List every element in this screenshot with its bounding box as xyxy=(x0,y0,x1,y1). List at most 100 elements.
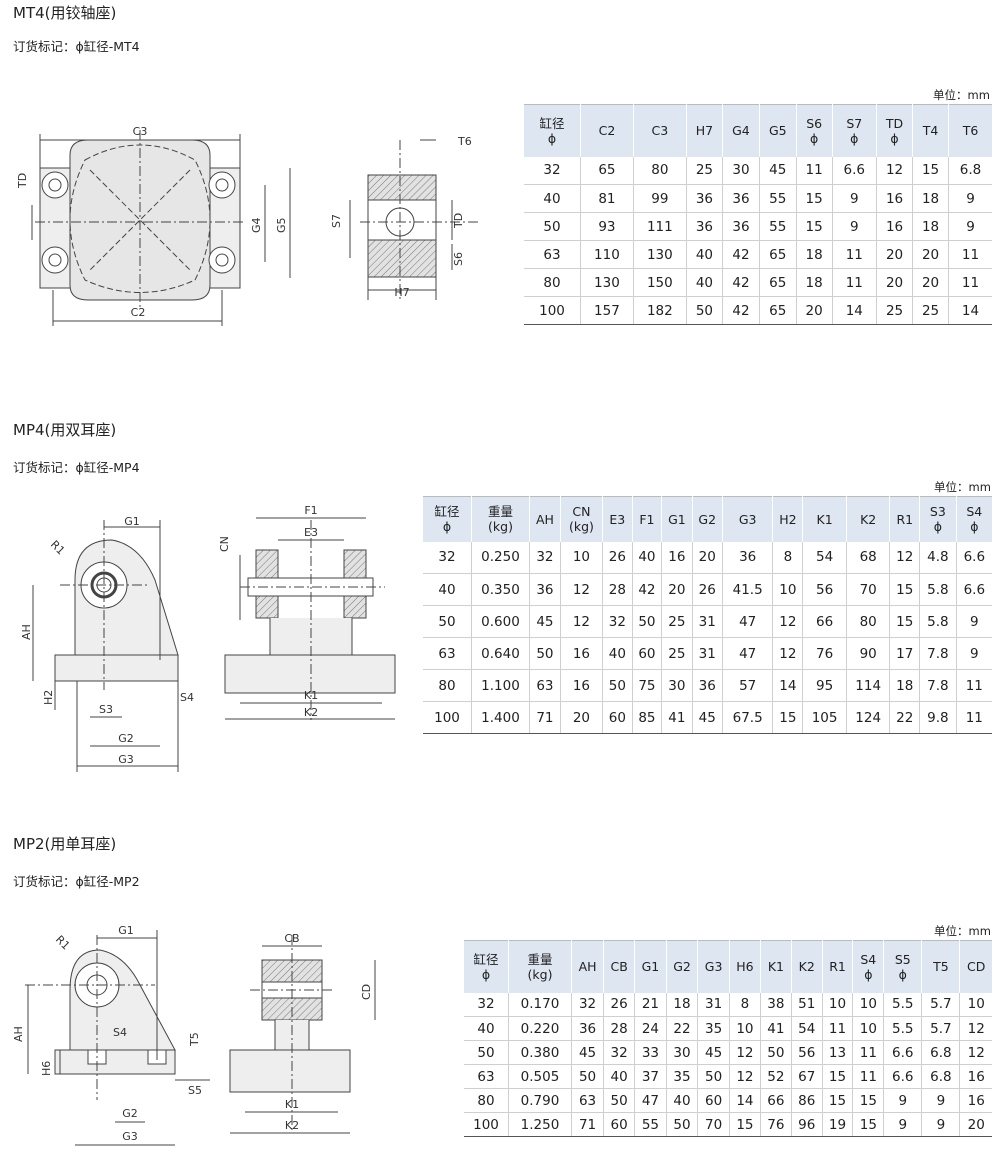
table-cell: 36 xyxy=(722,212,760,241)
table-cell: 12 xyxy=(959,1016,992,1041)
column-header: G2 xyxy=(691,496,723,542)
section-title-mp2: MP2(用单耳座) xyxy=(13,835,117,853)
dim-label: H6 xyxy=(40,1061,53,1076)
column-header-text: R1 xyxy=(829,959,846,975)
table-cell: 1.250 xyxy=(508,1112,572,1137)
mp2-side-view xyxy=(25,930,210,1146)
table-cell: 32 xyxy=(423,541,472,574)
table-cell: 50 xyxy=(529,637,561,670)
table-cell: 33 xyxy=(634,1040,667,1065)
table-cell: 65 xyxy=(758,240,797,269)
column-header: G5 xyxy=(758,104,797,157)
table-cell: 9 xyxy=(955,637,992,670)
column-header: AH xyxy=(529,496,561,542)
column-header: G3 xyxy=(697,940,730,993)
table-cell: 80 xyxy=(423,669,472,702)
table-cell: 55 xyxy=(758,212,797,241)
table-cell: 20 xyxy=(691,541,723,574)
column-header: C2 xyxy=(580,104,634,157)
table-cell: 12 xyxy=(559,573,603,606)
table-cell: 22 xyxy=(665,1016,698,1041)
table-cell: 9 xyxy=(883,1088,922,1113)
column-header-text: ϕ xyxy=(481,966,491,982)
table-cell: 100 xyxy=(464,1112,509,1137)
table-cell: 36 xyxy=(570,1016,604,1041)
table-cell: 15 xyxy=(889,605,920,638)
table-cell: 50 xyxy=(665,1112,698,1137)
table-cell: 11 xyxy=(795,156,833,185)
table-cell: 36 xyxy=(722,184,760,213)
table-cell: 130 xyxy=(580,268,634,297)
table-cell: 47 xyxy=(721,637,773,670)
table-cell: 9 xyxy=(883,1112,922,1137)
dim-label: G4 xyxy=(250,217,263,233)
column-header-text: G2 xyxy=(698,511,717,527)
column-header-text: ϕ xyxy=(442,519,452,535)
dim-label: H2 xyxy=(42,690,55,705)
table-cell: 15 xyxy=(852,1088,884,1113)
column-header-text: R1 xyxy=(896,511,914,527)
table-cell: 60 xyxy=(602,701,633,734)
dim-label: G1 xyxy=(118,924,134,937)
table-cell: 32 xyxy=(464,992,509,1017)
table-cell: 81 xyxy=(580,184,634,213)
table-cell: 9 xyxy=(948,184,992,213)
table-cell: 14 xyxy=(772,669,803,702)
column-header: G1 xyxy=(634,940,667,993)
table-cell: 18 xyxy=(889,669,920,702)
column-header-text: TD xyxy=(885,115,904,131)
column-header-text: ϕ xyxy=(864,966,873,982)
column-header: G1 xyxy=(661,496,693,542)
column-header: AH xyxy=(570,940,604,993)
table-cell: 6.6 xyxy=(883,1040,922,1065)
column-header-text: (kg) xyxy=(527,966,553,982)
unit-label-mp4: 单位：mm xyxy=(934,480,991,494)
table-cell: 35 xyxy=(665,1064,698,1089)
table-cell: 0.350 xyxy=(471,573,530,606)
column-header-text: S7 xyxy=(846,115,863,131)
table-cell: 10 xyxy=(852,992,884,1017)
table-cell: 11 xyxy=(955,669,992,702)
table-cell: 0.600 xyxy=(471,605,530,638)
table-cell: 10 xyxy=(728,1016,761,1041)
column-header: K2 xyxy=(845,496,890,542)
table-cell: 9 xyxy=(921,1112,960,1137)
dim-label: S5 xyxy=(188,1084,202,1097)
table-cell: 25 xyxy=(661,637,693,670)
dim-label: T6 xyxy=(457,135,472,148)
table-cell: 31 xyxy=(691,605,723,638)
table-cell: 57 xyxy=(721,669,773,702)
column-header-text: H6 xyxy=(736,959,754,975)
table-cell: 40 xyxy=(603,1064,635,1089)
dim-label: G5 xyxy=(275,217,288,233)
table-cell: 28 xyxy=(603,1016,635,1041)
table-cell: 60 xyxy=(603,1112,635,1137)
table-cell: 12 xyxy=(875,156,913,185)
table-cell: 31 xyxy=(691,637,723,670)
table-cell: 17 xyxy=(889,637,920,670)
table-cell: 67.5 xyxy=(721,701,773,734)
column-header-text: ϕ xyxy=(970,519,979,535)
table-cell: 12 xyxy=(559,605,603,638)
column-header-text: K2 xyxy=(860,511,877,527)
column-header-text: 缸径 xyxy=(434,504,460,520)
table-cell: 25 xyxy=(912,296,949,325)
table-cell: 40 xyxy=(524,184,581,213)
table-cell: 10 xyxy=(959,992,992,1017)
column-header: K1 xyxy=(802,496,847,542)
table-cell: 6.6 xyxy=(883,1064,922,1089)
table-cell: 9 xyxy=(831,212,877,241)
column-header-text: CN xyxy=(572,504,591,520)
table-cell: 45 xyxy=(758,156,797,185)
dim-label: E3 xyxy=(304,526,318,539)
dim-label: H7 xyxy=(394,286,409,299)
